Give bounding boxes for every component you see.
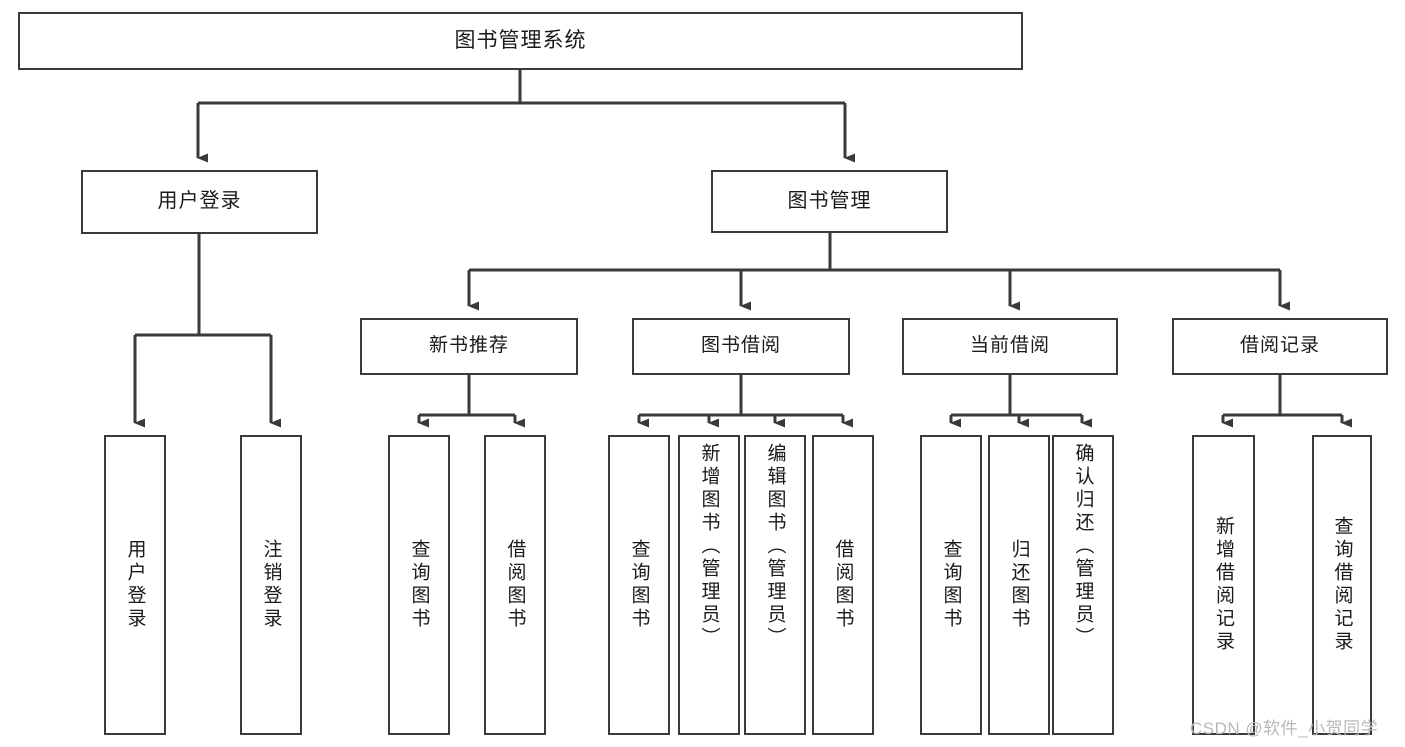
node-label: 借阅记录 xyxy=(1239,335,1320,357)
node-label: 用户登录 xyxy=(124,539,146,631)
node-book-borrow[interactable]: 图书借阅 xyxy=(632,318,850,375)
node-borrow-record[interactable]: 借阅记录 xyxy=(1172,318,1388,375)
leaf-confirm-return-admin[interactable]: 确认归还（管理员） xyxy=(1052,435,1114,735)
node-book-management[interactable]: 图书管理 xyxy=(711,170,948,233)
node-label: 用户登录 xyxy=(157,190,242,213)
node-label: 编辑图书（管理员） xyxy=(764,443,786,650)
leaf-query-book-rec[interactable]: 查询图书 xyxy=(388,435,450,735)
leaf-borrow-book-rec[interactable]: 借阅图书 xyxy=(484,435,546,735)
node-label: 新增借阅记录 xyxy=(1213,516,1234,654)
leaf-add-book-admin[interactable]: 新增图书（管理员） xyxy=(678,435,740,735)
node-label: 当前借阅 xyxy=(969,335,1050,357)
node-label: 图书借阅 xyxy=(700,335,781,357)
node-label: 归还图书 xyxy=(1008,539,1030,631)
leaf-add-borrow-record[interactable]: 新增借阅记录 xyxy=(1192,435,1255,735)
leaf-query-book-borrow[interactable]: 查询图书 xyxy=(608,435,670,735)
node-root-system[interactable]: 图书管理系统 xyxy=(18,12,1023,70)
node-label: 注销登录 xyxy=(260,539,282,631)
node-label: 新书推荐 xyxy=(428,335,509,357)
csdn-watermark: CSDN @软件_小贺同学 xyxy=(1190,719,1379,738)
node-label: 借阅图书 xyxy=(504,539,526,631)
node-label: 查询借阅记录 xyxy=(1331,516,1353,654)
leaf-edit-book-admin[interactable]: 编辑图书（管理员） xyxy=(744,435,806,735)
node-label: 借阅图书 xyxy=(832,539,854,631)
node-label: 查询图书 xyxy=(940,539,962,631)
leaf-borrow-book[interactable]: 借阅图书 xyxy=(812,435,874,735)
node-current-borrow[interactable]: 当前借阅 xyxy=(902,318,1118,375)
node-label: 图书管理系统 xyxy=(454,28,587,52)
leaf-query-borrow-record[interactable]: 查询借阅记录 xyxy=(1312,435,1372,735)
node-label: 确认归还（管理员） xyxy=(1072,443,1094,650)
node-label: 查询图书 xyxy=(408,539,430,631)
node-user-login[interactable]: 用户登录 xyxy=(81,170,318,234)
node-label: 图书管理 xyxy=(787,189,872,212)
node-label: 查询图书 xyxy=(628,539,650,631)
node-label: 新增图书（管理员） xyxy=(698,443,720,650)
leaf-return-book[interactable]: 归还图书 xyxy=(988,435,1050,735)
leaf-user-logout[interactable]: 注销登录 xyxy=(240,435,302,735)
node-new-book-recommend[interactable]: 新书推荐 xyxy=(360,318,578,375)
leaf-query-book-current[interactable]: 查询图书 xyxy=(920,435,982,735)
leaf-user-login[interactable]: 用户登录 xyxy=(104,435,166,735)
